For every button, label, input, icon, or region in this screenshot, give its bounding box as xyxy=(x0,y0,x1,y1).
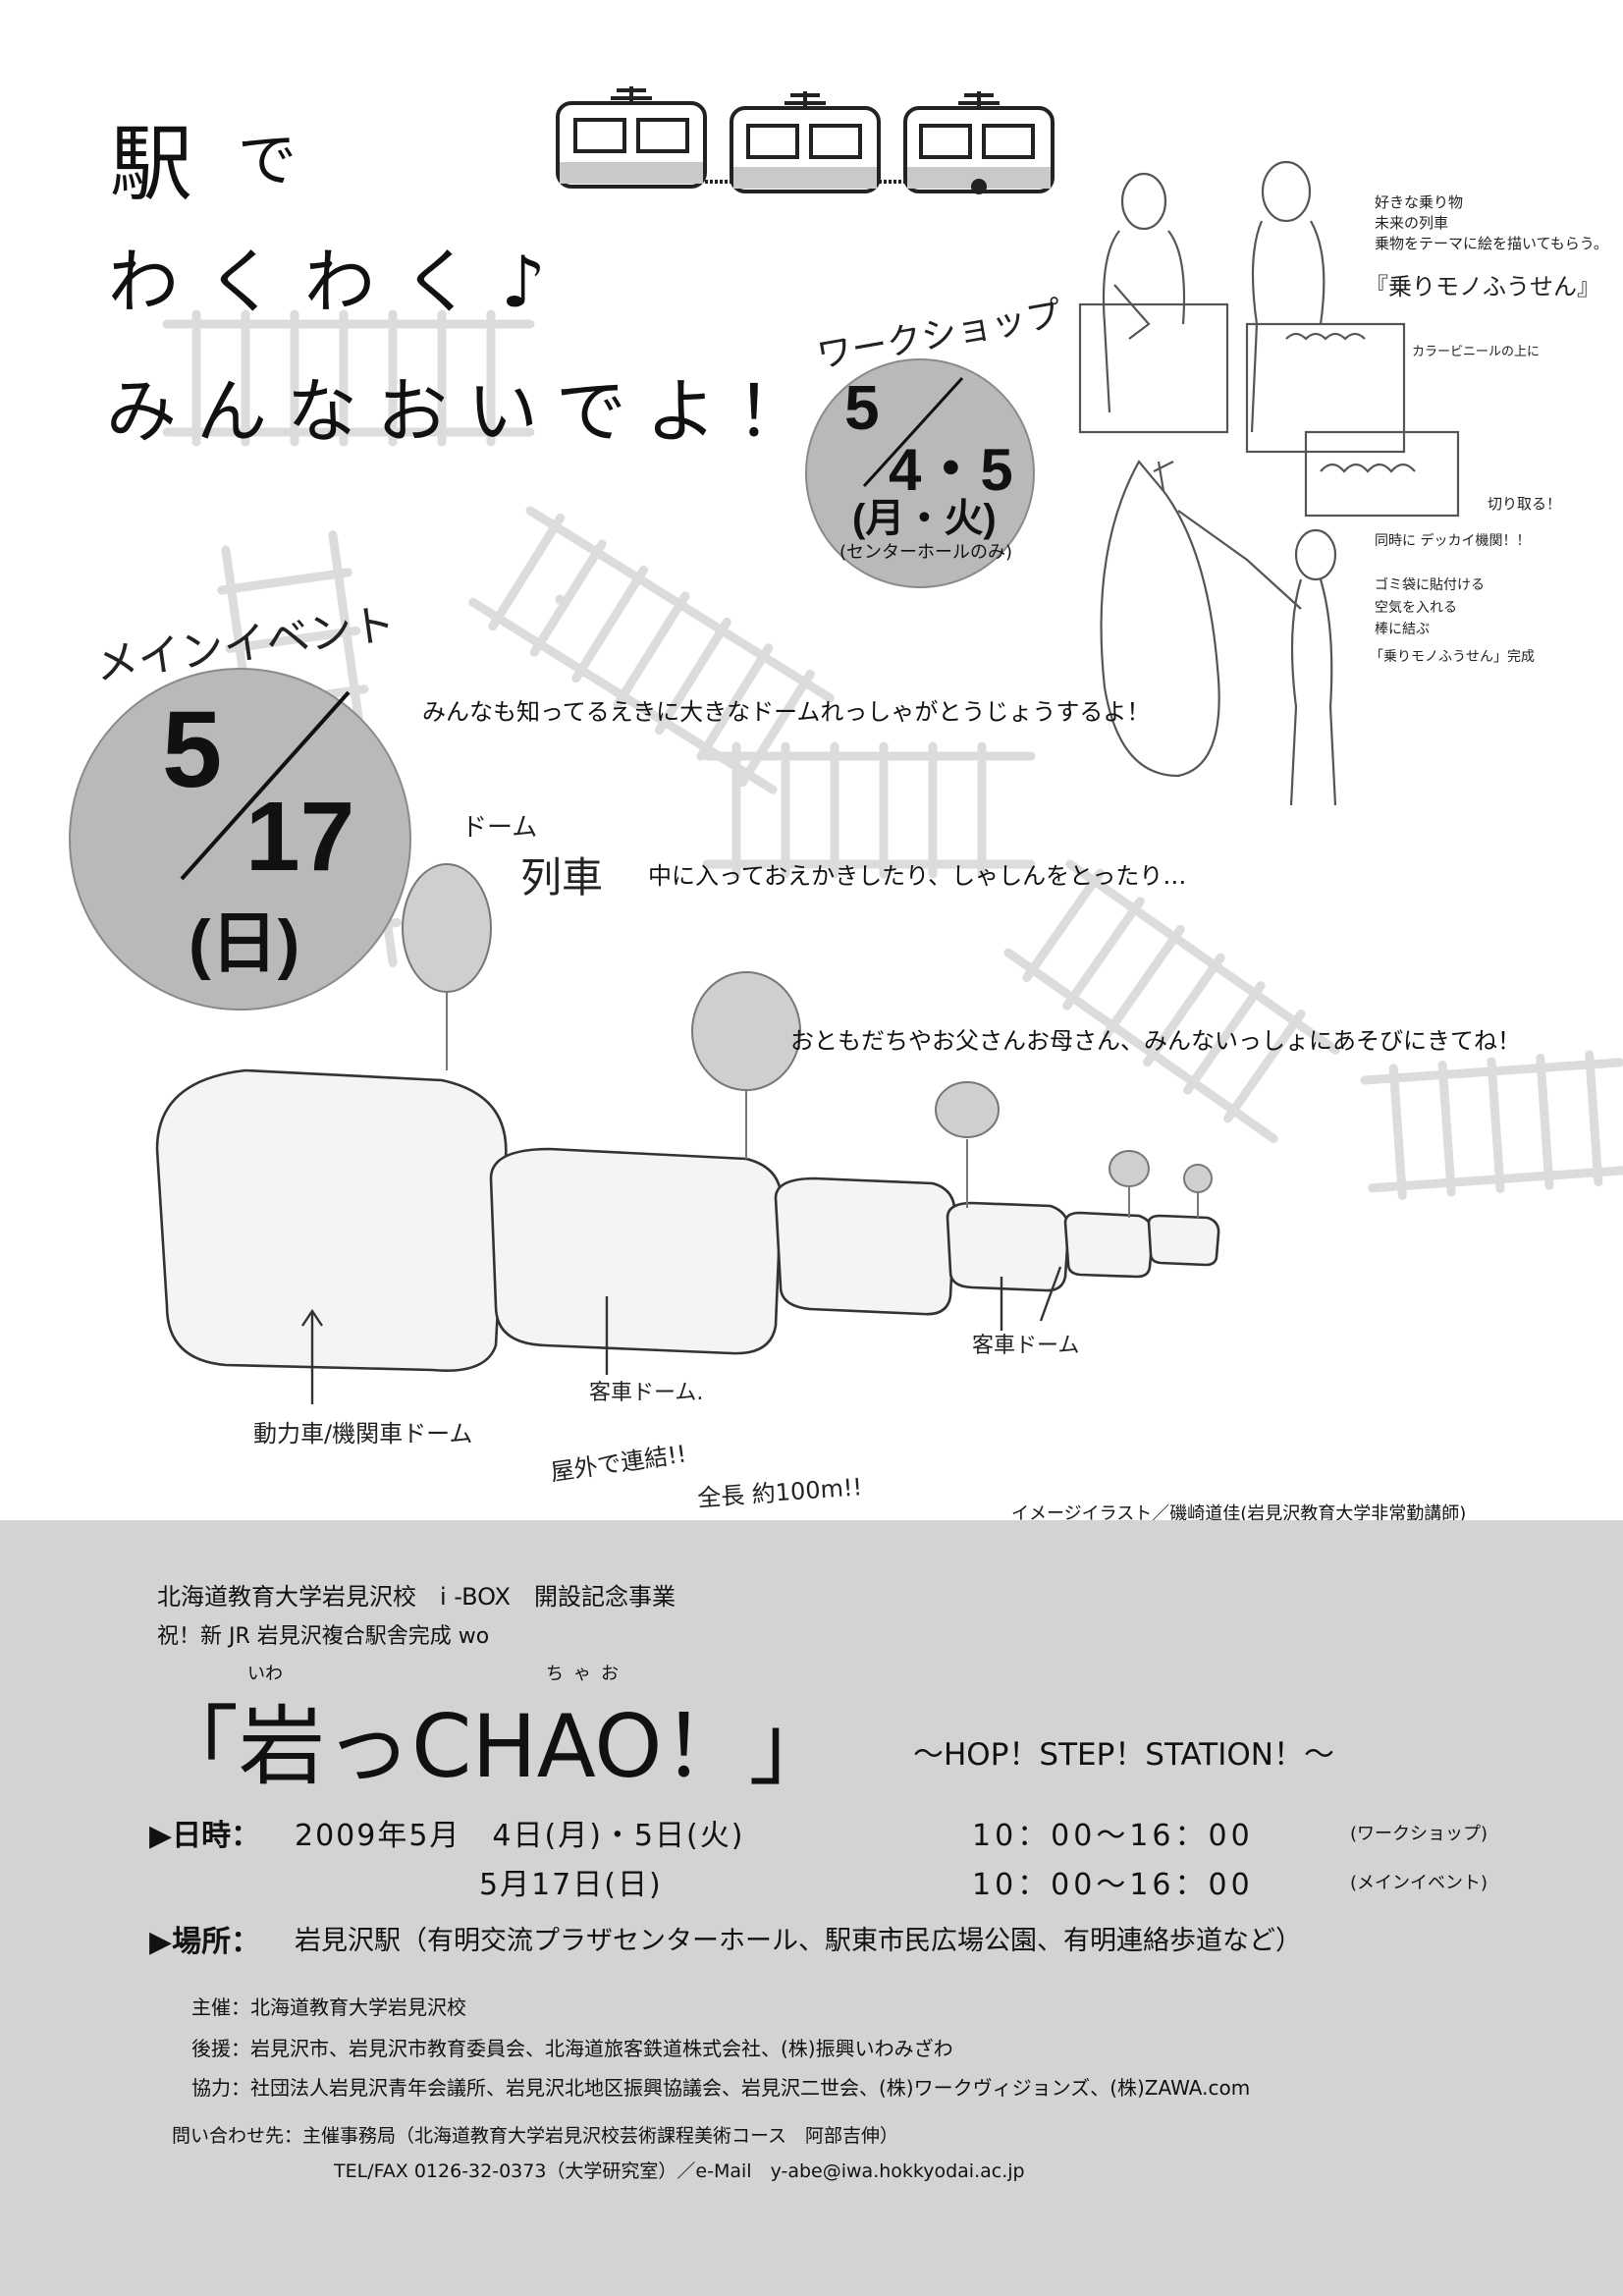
place: 岩見沢駅（有明交流プラザセンターホール、駅東市民広場公園、有明連絡歩道など） xyxy=(295,1926,1302,1956)
ruby-iwa: いわ xyxy=(247,1664,283,1684)
trees xyxy=(402,863,1213,1218)
workshop-slash xyxy=(862,376,964,488)
place-label: ▶場所： xyxy=(149,1925,261,1959)
body-line-1: みんなも知ってるえきに大きなドームれっしゃがとうじょうするよ！ xyxy=(422,698,1151,726)
headline-line3: みんなおいでよ！ xyxy=(106,370,827,453)
body-line-2: 中に入っておえかきしたり、しゃしんをとったり… xyxy=(648,862,1187,890)
rail-track-4 xyxy=(702,741,1036,879)
workshop-date-circle xyxy=(805,358,1035,588)
dome-car-2 xyxy=(489,1147,783,1355)
celebration-line: 祝！新 JR 岩見沢複合駅舎完成 wo xyxy=(157,1624,490,1649)
car-dome-right-label: 客車ドーム xyxy=(972,1334,1080,1358)
time-1-note: (ワークショップ) xyxy=(1350,1824,1488,1844)
headline-de: で xyxy=(238,127,325,195)
dome-car-1 xyxy=(155,1068,508,1372)
workshop-days: 4・5 xyxy=(889,437,1013,503)
organizer-line: 北海道教育大学岩見沢校 i -BOX 開設記念事業 xyxy=(157,1583,676,1611)
dome-train xyxy=(155,1068,1220,1372)
dome-car-3 xyxy=(774,1176,956,1316)
dome-car-5 xyxy=(1063,1211,1155,1279)
sketch-note-4: 『乗りモノふうせん』 xyxy=(1365,273,1600,301)
body-line-3: おともだちやお父さんお母さん、みんないっしょにあそびにきてね！ xyxy=(790,1027,1521,1055)
sketch-note-1: 好きな乗り物 xyxy=(1375,193,1464,211)
sketch-note-3: 乗物をテーマに絵を描いてもらう。 xyxy=(1375,235,1608,252)
main-event-weekday: (日) xyxy=(189,906,300,981)
contact: 問い合わせ先：主催事務局（北海道教育大学岩見沢校芸術課程美術コース 阿部吉伸） xyxy=(172,2125,899,2147)
date-2: 5月17日(日) xyxy=(479,1868,663,1902)
train-car-2 xyxy=(730,91,881,193)
date-label: ▶日時： xyxy=(149,1819,261,1853)
dome-car-4 xyxy=(946,1201,1070,1292)
rail-track-6 xyxy=(1360,1050,1623,1201)
sketch-note-11: 「乗りモノふうせん」完成 xyxy=(1370,649,1535,665)
event-title: 「岩っCHAO！」 xyxy=(152,1696,836,1797)
host: 主催：北海道教育大学岩見沢校 xyxy=(191,1995,466,2019)
time-2-note: (メインイベント) xyxy=(1350,1873,1488,1893)
car-dome-center-label: 客車ドーム. xyxy=(589,1381,704,1405)
pointer-arrows xyxy=(301,1266,1062,1404)
contact-2: TEL/FAX 0126-32-0373（大学研究室）／e-Mail y-abe… xyxy=(334,2160,1025,2182)
time-1: 10：00〜16：00 xyxy=(972,1819,1254,1853)
sketch-note-10: 棒に結ぶ xyxy=(1375,622,1430,637)
sketch-note-8: 同時に デッカイ機関！！ xyxy=(1375,533,1531,549)
headline-line2: わくわく♪ xyxy=(108,241,573,323)
date-1: 2009年5月 4日(月)・5日(火) xyxy=(295,1819,745,1853)
headline-line1: 駅で xyxy=(110,98,324,217)
dome-train-label-2: 列車 xyxy=(520,853,604,902)
loco-dome-label: 動力車/機関車ドーム xyxy=(253,1420,473,1448)
workshop-month: 5 xyxy=(844,372,880,443)
rail-track-1 xyxy=(162,309,535,447)
sketch-note-7: ゴミ袋に貼付ける xyxy=(1375,577,1485,593)
main-event-slash xyxy=(180,690,351,881)
cooperation: 協力：社団法人岩見沢青年会議所、岩見沢北地区振興協議会、岩見沢二世会、(株)ワー… xyxy=(191,2076,1251,2100)
event-subtitle: 〜HOP！STEP！STATION！〜 xyxy=(913,1737,1334,1773)
main-event-day: 17 xyxy=(245,782,355,892)
rail-track-2 xyxy=(468,506,835,794)
sketch-note-6: 切り取る！ xyxy=(1488,495,1562,513)
train-icon xyxy=(556,86,1055,194)
workshop-weekday: (月・火) xyxy=(852,497,997,540)
train-car-3 xyxy=(903,91,1055,194)
main-event-date-circle xyxy=(69,668,411,1011)
dome-train-label-1: ドーム xyxy=(461,813,538,843)
sketch-note-5: カラービニールの上に xyxy=(1412,345,1541,359)
ruby-chao: ちゃお xyxy=(546,1664,628,1684)
headline-station: 駅 xyxy=(110,116,221,212)
workshop-venue: (センターホールのみ) xyxy=(839,542,1013,563)
time-2: 10：00〜16：00 xyxy=(972,1868,1254,1902)
sketch-note-2: 未来の列車 xyxy=(1375,214,1449,232)
rail-track-5 xyxy=(1003,859,1340,1143)
dome-car-6 xyxy=(1147,1214,1220,1267)
main-event-month: 5 xyxy=(162,689,223,810)
event-info-panel: 北海道教育大学岩見沢校 i -BOX 開設記念事業 祝！新 JR 岩見沢複合駅舎… xyxy=(0,1520,1623,2296)
support: 後援：岩見沢市、岩見沢市教育委員会、北海道旅客鉄道株式会社、(株)振興いわみざわ xyxy=(191,2037,953,2060)
workshop-sketch xyxy=(1078,160,1460,806)
illustration-credit: イメージイラスト／磯崎道佳(岩見沢教育大学非常勤講師) xyxy=(1011,1503,1467,1524)
train-car-1 xyxy=(556,86,707,189)
sketch-note-9: 空気を入れる xyxy=(1375,600,1457,616)
rail-tracks xyxy=(162,309,1623,1201)
